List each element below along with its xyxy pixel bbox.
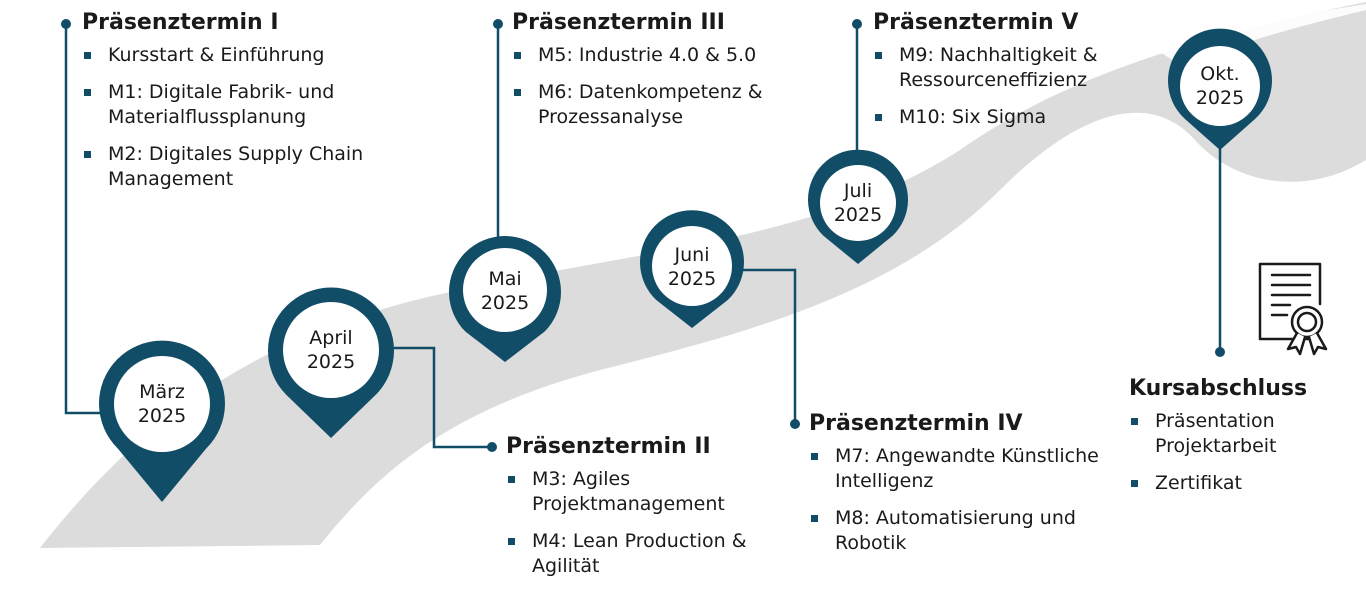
- dot-p1: [61, 19, 71, 29]
- block-list: Präsentation Projektarbeit Zertifikat: [1129, 409, 1329, 496]
- list-item: M4: Lean Production & Agilität: [506, 529, 786, 579]
- pin-month: Okt.: [1200, 63, 1240, 85]
- list-item: M1: Digitale Fabrik- und Materialflusspl…: [82, 80, 412, 130]
- certificate-icon: [1258, 262, 1328, 356]
- pin-month: Juli: [843, 180, 873, 202]
- pin-year: 2025: [1195, 87, 1245, 109]
- list-item: M7: Angewandte Künstliche Intelligenz: [809, 444, 1109, 494]
- block-title: Kursabschluss: [1129, 376, 1308, 401]
- dot-p4: [790, 419, 800, 429]
- block-title: Präsenztermin II: [506, 434, 711, 459]
- connector-lines: [64, 24, 1222, 449]
- pin-label-maerz: März 2025: [112, 380, 212, 428]
- block-title: Präsenztermin IV: [809, 411, 1023, 436]
- list-item: M9: Nachhaltigkeit & Ressourceneffizienz: [873, 43, 1173, 93]
- block-kursabschluss: Kursabschluss Präsentation Projektarbeit…: [1129, 375, 1329, 508]
- block-praesenztermin-1: Präsenztermin I Kursstart & Einführung M…: [82, 9, 412, 204]
- list-item: M8: Automatisierung und Robotik: [809, 506, 1109, 556]
- pin-month: Juni: [674, 244, 710, 266]
- connector-p2: [388, 346, 490, 449]
- pin-label-okt: Okt. 2025: [1170, 62, 1270, 110]
- list-item: M5: Industrie 4.0 & 5.0: [512, 43, 802, 68]
- block-title: Präsenztermin V: [873, 10, 1079, 35]
- pin-month: April: [309, 327, 353, 349]
- pin-month: März: [139, 381, 185, 403]
- pin-year: 2025: [480, 292, 530, 314]
- list-item: M2: Digitales Supply Chain Management: [82, 142, 412, 192]
- dot-p5: [852, 19, 862, 29]
- list-item: Kursstart & Einführung: [82, 43, 412, 68]
- pin-year: 2025: [667, 268, 717, 290]
- pin-label-juni: Juni 2025: [642, 243, 742, 291]
- block-title: Präsenztermin III: [512, 10, 725, 35]
- dot-p3: [493, 19, 503, 29]
- pin-year: 2025: [833, 204, 883, 226]
- pin-year: 2025: [137, 405, 187, 427]
- block-title: Präsenztermin I: [82, 10, 279, 35]
- block-list: M7: Angewandte Künstliche Intelligenz M8…: [809, 444, 1109, 556]
- dot-p2: [487, 442, 497, 452]
- pin-label-april: April 2025: [281, 326, 381, 374]
- list-item: M10: Six Sigma: [873, 105, 1173, 130]
- block-praesenztermin-2: Präsenztermin II M3: Agiles Projektmanag…: [506, 433, 786, 591]
- block-list: M3: Agiles Projektmanagement M4: Lean Pr…: [506, 467, 786, 579]
- pins: [99, 28, 1272, 502]
- block-praesenztermin-3: Präsenztermin III M5: Industrie 4.0 & 5.…: [512, 9, 802, 142]
- connector-dots: [61, 19, 1225, 452]
- block-list: M9: Nachhaltigkeit & Ressourceneffizienz…: [873, 43, 1173, 130]
- pin-label-mai: Mai 2025: [455, 267, 555, 315]
- pin-label-juli: Juli 2025: [808, 179, 908, 227]
- list-item: Zertifikat: [1129, 471, 1329, 496]
- block-praesenztermin-5: Präsenztermin V M9: Nachhaltigkeit & Res…: [873, 9, 1173, 142]
- block-praesenztermin-4: Präsenztermin IV M7: Angewandte Künstlic…: [809, 410, 1109, 568]
- pin-year: 2025: [306, 351, 356, 373]
- pin-month: Mai: [488, 268, 522, 290]
- list-item: M3: Agiles Projektmanagement: [506, 467, 786, 517]
- block-list: Kursstart & Einführung M1: Digitale Fabr…: [82, 43, 412, 192]
- connector-p4: [735, 268, 797, 424]
- dot-end: [1215, 347, 1225, 357]
- block-list: M5: Industrie 4.0 & 5.0 M6: Datenkompete…: [512, 43, 802, 130]
- list-item: Präsentation Projektarbeit: [1129, 409, 1329, 459]
- connector-p1: [64, 24, 110, 415]
- list-item: M6: Datenkompetenz & Prozessanalyse: [512, 80, 802, 130]
